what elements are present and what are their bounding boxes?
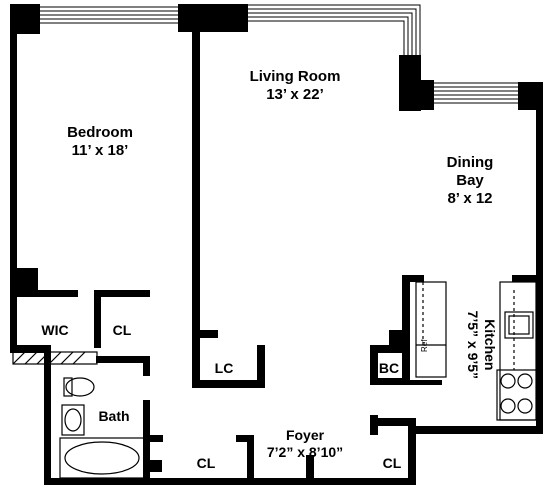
sink-icon	[61, 404, 85, 436]
kitchen-fixtures	[415, 281, 538, 421]
room-dining-bay: Dining Bay 8’ x 12	[430, 154, 510, 208]
room-name-line1: Dining	[446, 154, 494, 171]
room-name: Foyer	[285, 427, 325, 443]
room-name: CL	[382, 455, 402, 471]
room-name: WIC	[41, 322, 69, 338]
wic-shelf	[12, 351, 98, 365]
windows	[40, 4, 518, 104]
room-bath: Bath	[94, 408, 134, 425]
room-size: 8’ x 12	[447, 190, 493, 207]
refrigerator-icon	[415, 281, 447, 378]
room-size: 7’2” x 8’10”	[266, 443, 344, 460]
room-living-room: Living Room 13’ x 22’	[240, 68, 350, 104]
refrigerator-label: Ref	[420, 339, 429, 352]
room-name: Bath	[98, 408, 130, 424]
room-name: BC	[378, 360, 400, 376]
walls	[10, 4, 543, 485]
bathtub-icon	[59, 437, 145, 479]
room-name-line2: Bay	[456, 172, 484, 189]
room-broom-closet: BC	[372, 360, 406, 377]
room-size: 7’5” x 9’5”	[465, 310, 481, 380]
kitchen-sink-icon	[504, 311, 534, 339]
room-bedroom-closet: CL	[104, 322, 140, 339]
room-wic: WIC	[30, 322, 80, 339]
toilet-icon	[65, 377, 95, 397]
room-name: Living Room	[249, 68, 341, 85]
bath-fixtures	[12, 351, 145, 479]
room-name: CL	[112, 322, 132, 338]
room-foyer-closet: CL	[372, 455, 412, 472]
room-foyer: Foyer 7’2” x 8’10”	[250, 427, 360, 461]
stove-icon	[496, 369, 538, 421]
room-linen-closet: LC	[206, 360, 242, 377]
room-kitchen: Kitchen 7’5” x 9’5”	[464, 282, 498, 408]
room-bedroom: Bedroom 11’ x 18’	[50, 124, 150, 160]
room-bath-closet: CL	[186, 455, 226, 472]
room-name: Kitchen	[481, 319, 498, 371]
room-size: 13’ x 22’	[266, 86, 324, 103]
room-name: LC	[214, 360, 234, 376]
room-name: Bedroom	[67, 124, 133, 141]
room-name: CL	[196, 455, 216, 471]
room-size: 11’ x 18’	[71, 142, 129, 159]
